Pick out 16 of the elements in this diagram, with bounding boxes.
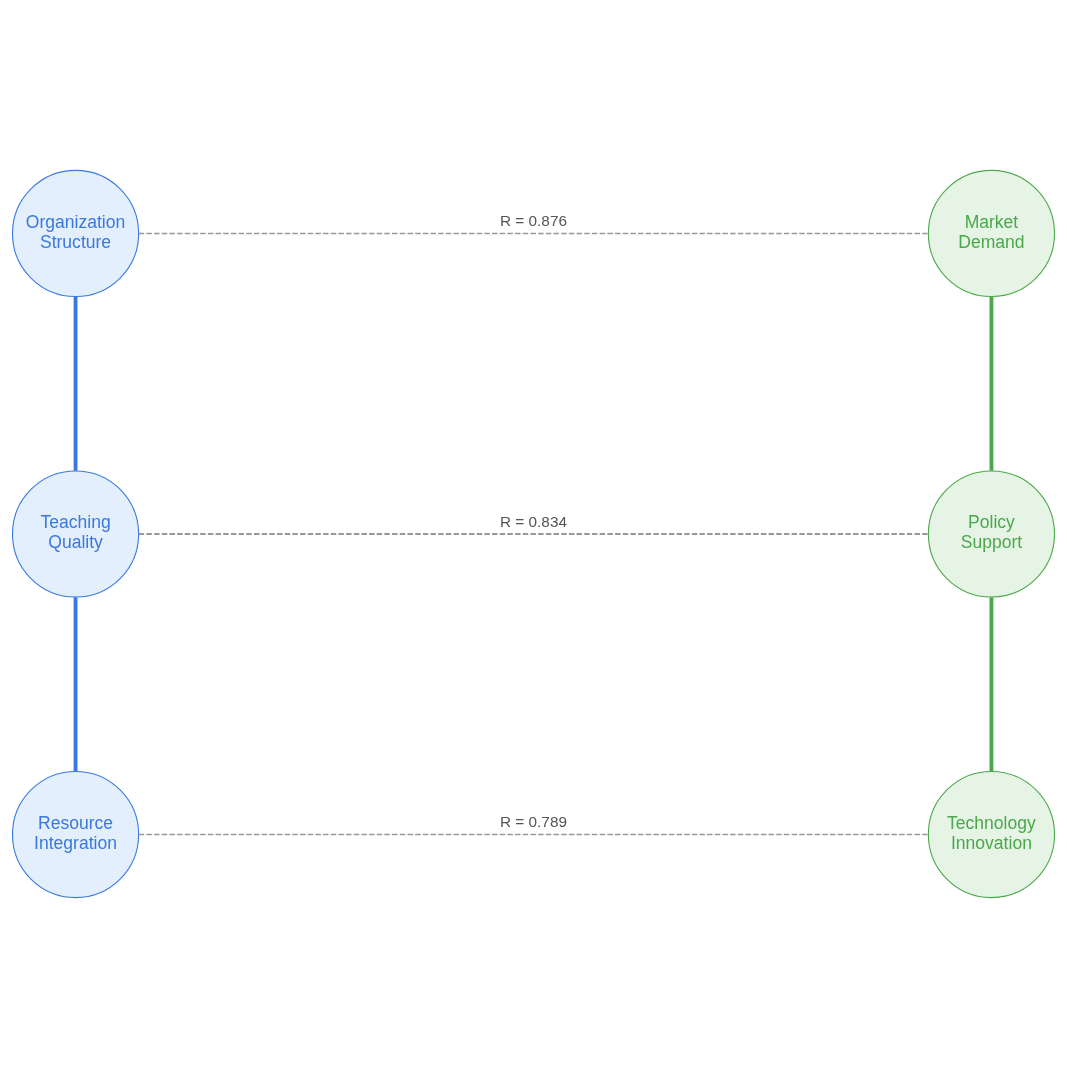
connector [989,296,994,471]
edge-label: R = 0.834 [500,512,567,530]
edge-label: R = 0.876 [500,212,567,229]
connector [138,533,929,535]
node-circle: Resource Integration [11,770,140,899]
node-circle: Teaching Quality [11,470,140,598]
connector [73,597,78,772]
connector [138,833,929,836]
connector [138,232,929,235]
edge-label: R = 0.789 [500,813,567,831]
node-circle: Organization Structure [11,169,140,298]
connector [989,597,994,772]
connector [73,296,78,471]
node-circle: Market Demand [927,169,1056,298]
node-circle: Policy Support [927,470,1056,598]
node-circle: Technology Innovation [927,770,1056,899]
